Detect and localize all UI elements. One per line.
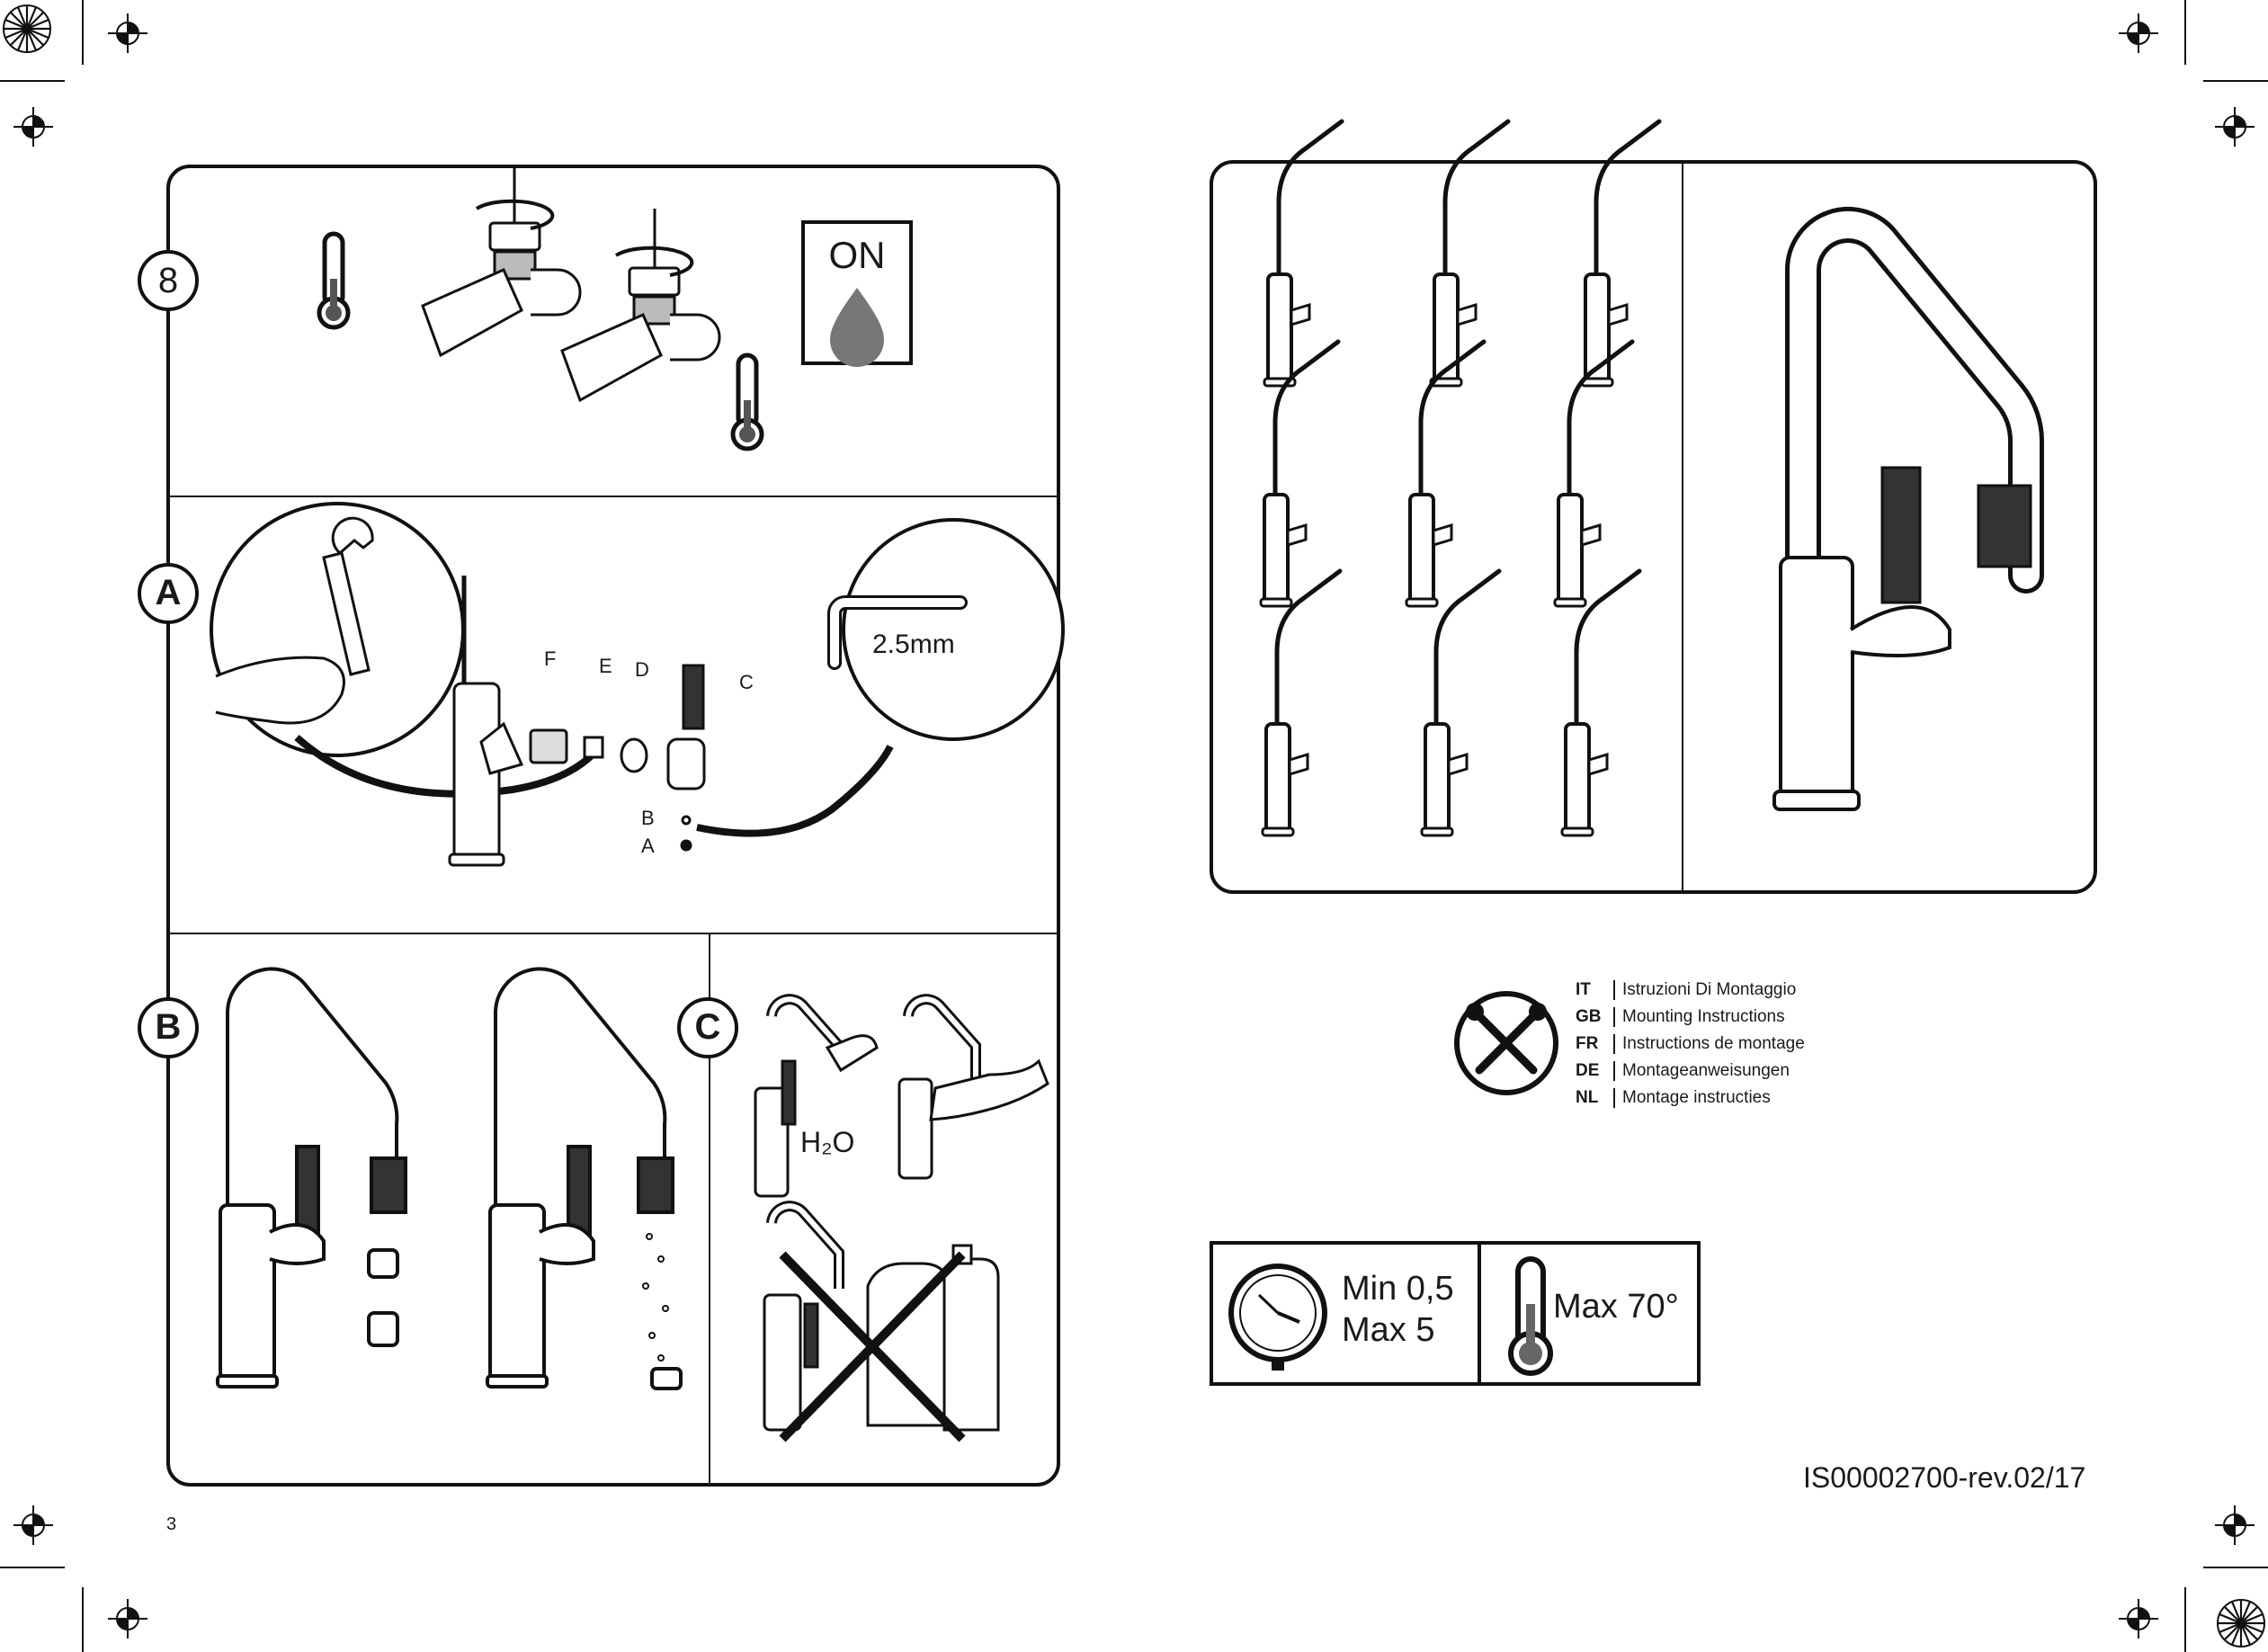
language-code: DE [1576, 1061, 1600, 1080]
step-badge-8-label: 8 [157, 261, 179, 300]
wrench-detail-circle [210, 502, 596, 798]
allen-key-circle [827, 518, 1065, 741]
thermometer-icon [1508, 1256, 1553, 1376]
language-label: Instructions de montage [1622, 1034, 1805, 1053]
part-label-D: D [635, 658, 649, 681]
part-label-B: B [641, 807, 655, 829]
step-badge-8 [138, 250, 199, 311]
part-label-F: F [544, 647, 557, 670]
language-code: GB [1576, 1007, 1602, 1026]
language-row: FR Instructions de montage [1576, 1031, 1805, 1058]
faucet-cleaning-illustration [754, 994, 1049, 1442]
language-label: Montageanweisungen [1622, 1061, 1790, 1080]
language-label: Istruzioni Di Montaggio [1622, 980, 1797, 999]
on-water-box [801, 220, 913, 367]
page-number: 3 [166, 1514, 177, 1534]
pressure-max: Max 5 [1342, 1311, 1435, 1349]
on-label: ON [828, 234, 886, 276]
language-row: DE Montageanweisungen [1576, 1058, 1790, 1085]
step-badge-A-label: A [155, 573, 182, 612]
language-label: Montage instructies [1622, 1088, 1771, 1107]
model-range-panel [1210, 160, 2097, 894]
document-code: IS00002700-rev.02/17 [1803, 1461, 2086, 1494]
step-badge-B [138, 997, 199, 1058]
temperature-max: Max 70° [1553, 1288, 1679, 1326]
featured-faucet [1772, 207, 2044, 811]
language-label: Mounting Instructions [1622, 1007, 1785, 1026]
part-label-C: C [739, 671, 754, 693]
faucet-exploded-view [448, 576, 894, 867]
part-label-E: E [599, 655, 612, 677]
step-badge-C-label: C [694, 1007, 721, 1047]
step-badge-A [138, 563, 199, 624]
faucet-water-flow [486, 967, 683, 1390]
language-code: IT [1576, 980, 1591, 999]
water-drop-icon [830, 288, 884, 367]
pressure-min: Min 0,5 [1342, 1270, 1454, 1308]
part-label-A: A [641, 835, 655, 857]
language-code: NL [1576, 1088, 1599, 1107]
allen-key-size: 2.5mm [872, 630, 955, 659]
shutoff-valve-illustration [421, 166, 721, 403]
pressure-gauge-icon [1228, 1264, 1327, 1371]
step-badge-C [677, 997, 738, 1058]
faucet-aerator-removal [216, 967, 407, 1389]
step-badge-B-label: B [155, 1007, 182, 1047]
language-code: FR [1576, 1034, 1599, 1053]
language-row: NL Montage instructies [1576, 1085, 1771, 1112]
water-label: H₂O [800, 1126, 855, 1158]
tools-icon [1454, 991, 1558, 1095]
wrench-icon [322, 551, 371, 676]
language-row: IT Istruzioni Di Montaggio [1576, 977, 1796, 1004]
language-row: GB Mounting Instructions [1576, 1004, 1785, 1031]
